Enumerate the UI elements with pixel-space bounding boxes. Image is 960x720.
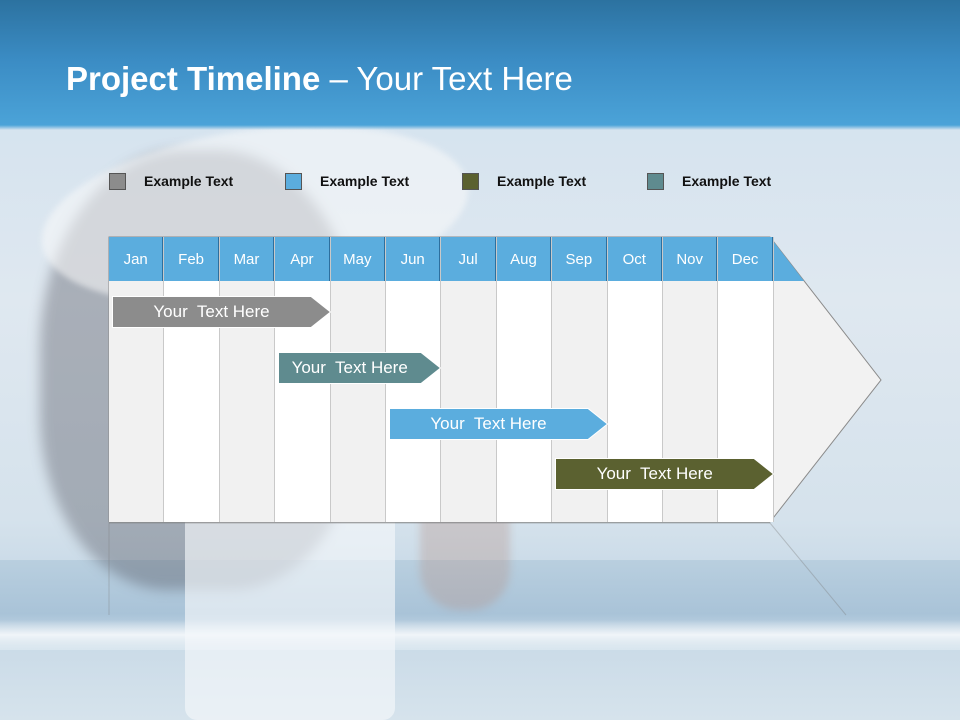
month-column-jul: Jul: [441, 237, 497, 522]
legend-item-1[interactable]: Example Text: [109, 171, 233, 191]
month-header-mar: Mar: [219, 237, 275, 281]
legend-label: Example Text: [682, 173, 772, 189]
month-header-sep: Sep: [552, 237, 607, 281]
month-header-aug: Aug: [496, 237, 552, 281]
bar-label: Your Text Here: [596, 464, 713, 483]
bar-arrow-shape: [278, 352, 442, 384]
month-header-feb: Feb: [164, 237, 219, 281]
bar-label: Your Text Here: [291, 358, 408, 377]
legend-item-3[interactable]: Example Text: [462, 171, 586, 191]
month-header-nov: Nov: [663, 237, 718, 281]
legend-swatch-olive: [462, 172, 479, 190]
timeline-bar-3[interactable]: Your Text Here: [389, 408, 608, 440]
month-column-jan: Jan: [109, 237, 165, 522]
month-header-jul: Jul: [441, 237, 496, 281]
bar-arrow-fill: [112, 296, 331, 328]
month-header-oct: Oct: [607, 237, 662, 281]
bar-arrow-fill: [555, 458, 775, 490]
legend-label: Example Text: [320, 173, 410, 189]
bar-arrow-shape: [389, 408, 608, 440]
surf-foam: [0, 620, 960, 650]
title-band: [0, 0, 960, 130]
title-bold: Project Timeline: [66, 60, 321, 97]
arrow-reflection-diagonal: [769, 522, 847, 616]
legend-swatch-gray: [109, 172, 126, 190]
legend-item-2[interactable]: Example Text: [285, 171, 409, 191]
month-column-feb: Feb: [164, 237, 220, 522]
bar-arrow-shape: [555, 458, 775, 490]
month-column-aug: Aug: [496, 237, 553, 522]
timeline-bar-4[interactable]: Your Text Here: [555, 458, 775, 490]
legend-label: Example Text: [144, 173, 234, 189]
girl-dress: [185, 500, 395, 720]
month-header-jun: Jun: [386, 237, 441, 281]
month-header-may: May: [330, 237, 385, 281]
bar-arrow-shape: [112, 296, 331, 328]
timeline-bar-1[interactable]: Your Text Here: [112, 296, 331, 328]
slide-title[interactable]: Project Timeline – Your Text Here: [66, 60, 573, 98]
arrow-header-tip: [770, 237, 804, 281]
bar-arrow-fill: [278, 352, 442, 384]
bar-label: Your Text Here: [153, 302, 270, 321]
month-header-apr: Apr: [275, 237, 330, 281]
month-header-jan: Jan: [109, 237, 164, 281]
legend-swatch-teal: [647, 172, 664, 190]
title-rest: – Your Text Here: [320, 60, 573, 97]
timeline-bar-2[interactable]: Your Text Here: [278, 352, 442, 384]
legend-swatch-blue: [285, 172, 302, 190]
bar-arrow-fill: [389, 408, 608, 440]
legend-label: Example Text: [497, 173, 587, 189]
month-header-dec: Dec: [718, 237, 773, 281]
bar-label: Your Text Here: [430, 414, 547, 433]
legend-item-4[interactable]: Example Text: [647, 171, 771, 191]
month-column-mar: Mar: [219, 237, 276, 522]
